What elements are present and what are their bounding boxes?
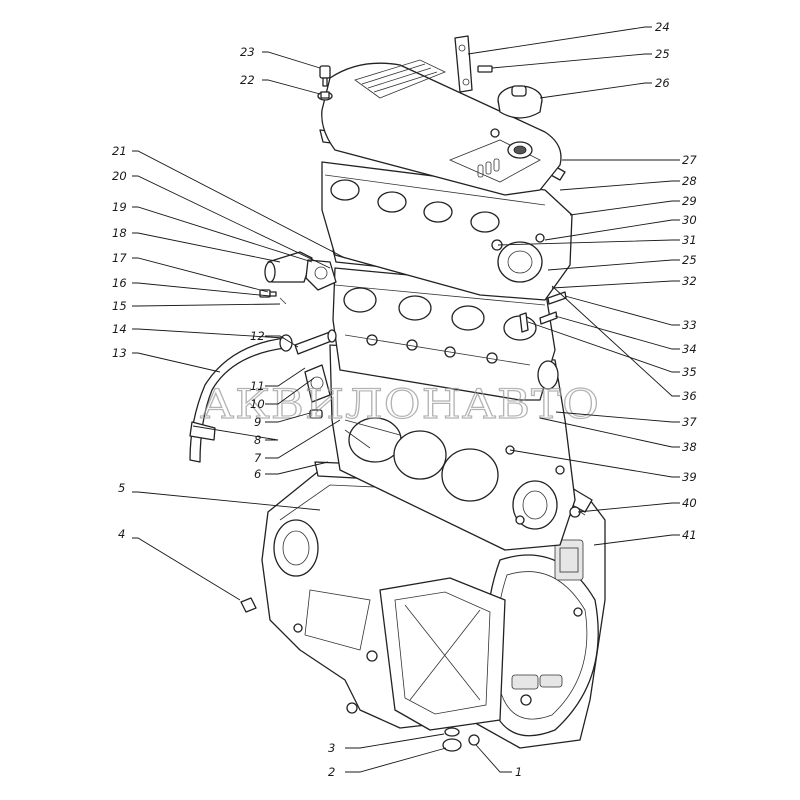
callout-10: 10 bbox=[250, 397, 265, 411]
callout-4: 4 bbox=[118, 527, 125, 541]
callout-14: 14 bbox=[112, 322, 127, 336]
callout-labels: 1 2 3 4 5 6 7 8 9 10 11 12 13 14 15 16 1… bbox=[112, 20, 697, 779]
callout-13: 13 bbox=[112, 346, 127, 360]
callout-15: 15 bbox=[112, 299, 127, 313]
callout-6: 6 bbox=[254, 467, 261, 481]
callout-29: 29 bbox=[682, 194, 697, 208]
thermostat-housing bbox=[264, 251, 337, 291]
callout-27: 27 bbox=[682, 153, 697, 167]
callout-23: 23 bbox=[240, 45, 255, 59]
callout-30: 30 bbox=[682, 213, 697, 227]
callout-12: 12 bbox=[250, 329, 265, 343]
callout-36: 36 bbox=[682, 389, 697, 403]
callout-7: 7 bbox=[254, 451, 262, 465]
callout-33: 33 bbox=[682, 318, 697, 332]
callout-31: 31 bbox=[682, 233, 697, 247]
pump-parts bbox=[304, 364, 331, 419]
sensor-fittings bbox=[259, 289, 287, 305]
callout-1: 1 bbox=[515, 765, 522, 779]
cover-bolt bbox=[317, 65, 333, 101]
callout-24: 24 bbox=[655, 20, 670, 34]
watermark: АКВИЛОНАВТО bbox=[200, 382, 600, 428]
callout-9: 9 bbox=[254, 415, 261, 429]
lifting-bracket bbox=[454, 35, 473, 93]
cylinder-head bbox=[332, 267, 559, 401]
callout-41: 41 bbox=[682, 528, 697, 542]
valve-cover bbox=[321, 59, 562, 196]
callout-22: 22 bbox=[240, 73, 255, 87]
callout-18: 18 bbox=[112, 226, 127, 240]
callout-21: 21 bbox=[112, 144, 127, 158]
oil-filler-cap bbox=[497, 85, 543, 119]
callout-35: 35 bbox=[682, 365, 697, 379]
drain-plugs bbox=[240, 597, 480, 752]
callout-16: 16 bbox=[112, 276, 127, 290]
callout-19: 19 bbox=[112, 200, 127, 214]
leader-lines bbox=[132, 26, 680, 773]
callout-11: 11 bbox=[250, 379, 265, 393]
callout-26: 26 bbox=[655, 76, 670, 90]
callout-17: 17 bbox=[112, 251, 127, 265]
callout-40: 40 bbox=[682, 496, 697, 510]
callout-25b: 25 bbox=[682, 253, 697, 267]
callout-5: 5 bbox=[118, 481, 125, 495]
camshaft-housing bbox=[321, 161, 573, 301]
callout-2: 2 bbox=[328, 765, 335, 779]
callout-20: 20 bbox=[112, 169, 127, 183]
callout-38: 38 bbox=[682, 440, 697, 454]
coolant-pipe bbox=[294, 329, 337, 355]
callout-34: 34 bbox=[682, 342, 697, 356]
bolt-25 bbox=[477, 65, 493, 73]
callout-32: 32 bbox=[682, 274, 697, 288]
callout-3: 3 bbox=[328, 741, 335, 755]
callout-25a: 25 bbox=[655, 47, 670, 61]
callout-8: 8 bbox=[254, 433, 261, 447]
callout-37: 37 bbox=[682, 415, 697, 429]
callout-39: 39 bbox=[682, 470, 697, 484]
callout-28: 28 bbox=[682, 174, 697, 188]
